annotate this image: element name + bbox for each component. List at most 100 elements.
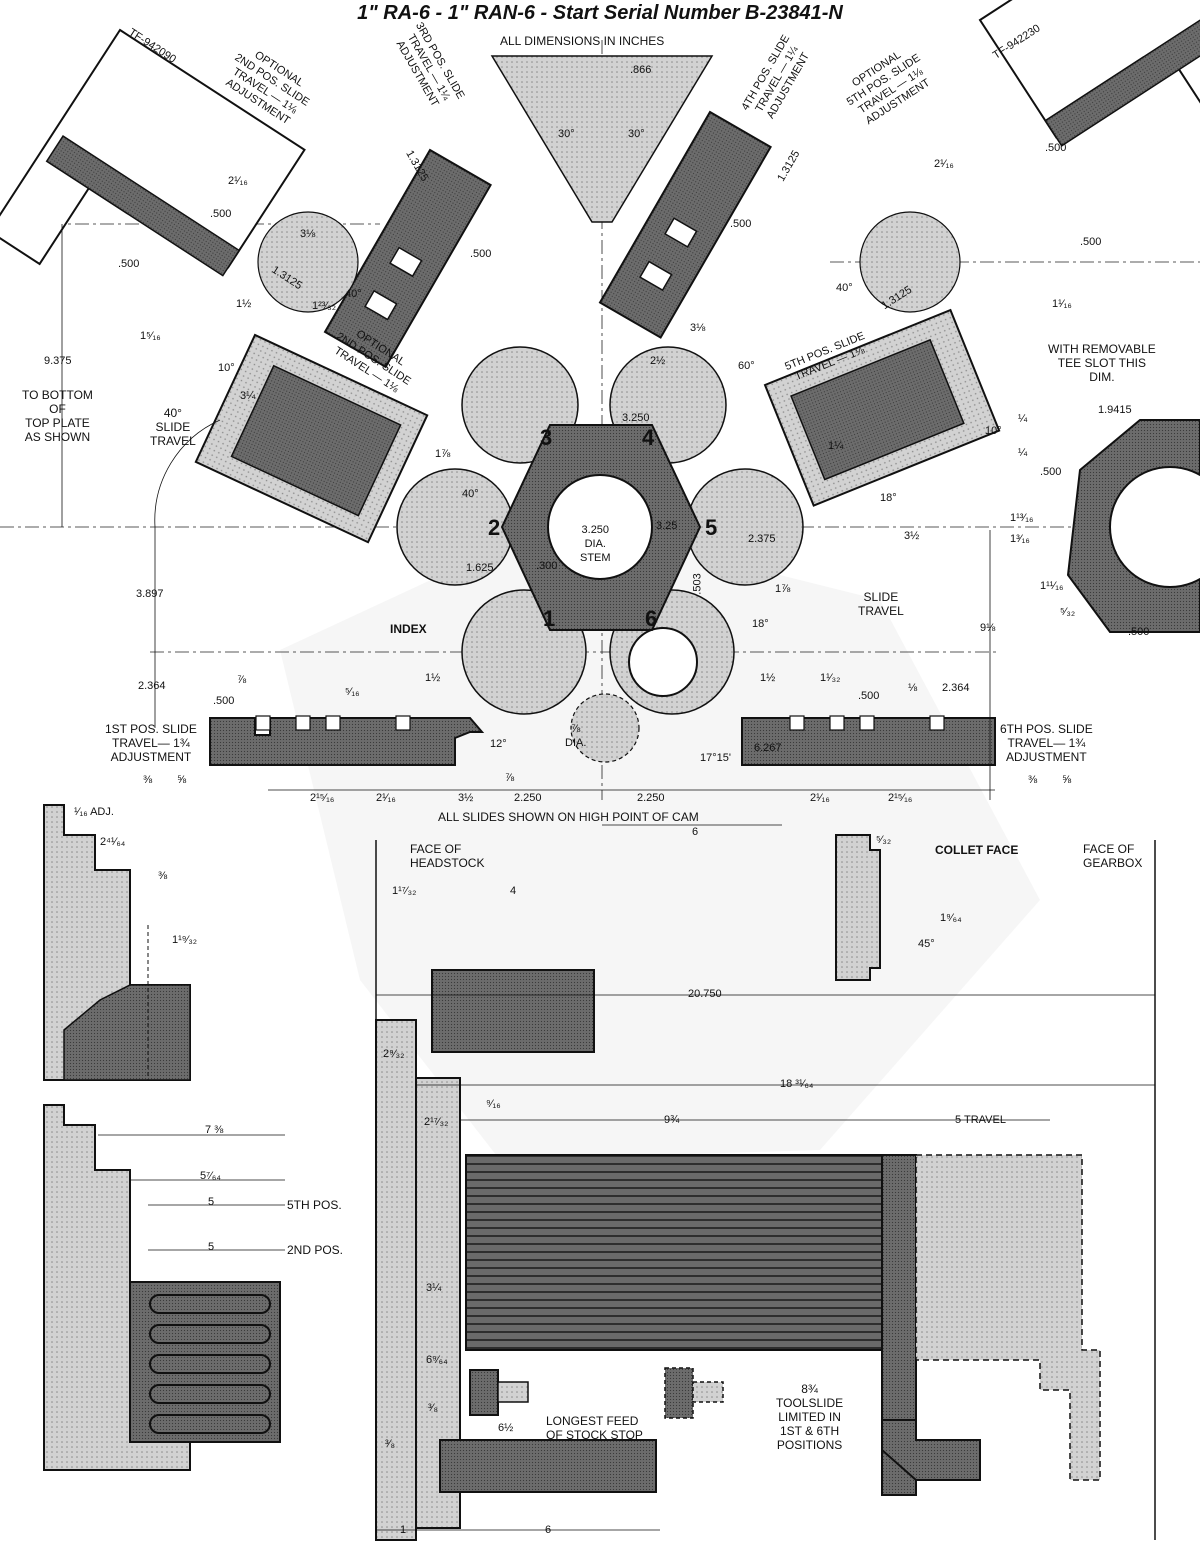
- dim-1-12-b: 1½: [760, 672, 776, 684]
- 5th-pos-label: 5TH POS.: [287, 1198, 342, 1212]
- upper-right-toolholder: [978, 0, 1200, 147]
- slide-travel-note: SLIDE TRAVEL: [858, 590, 904, 618]
- position-5-number: 5: [705, 515, 718, 540]
- dim-500-h: .500: [210, 208, 232, 220]
- side-5-travel: 5 TRAVEL: [955, 1114, 1006, 1126]
- 2nd-pos-label: 2ND POS.: [287, 1243, 344, 1257]
- removable-tee-note: WITH REMOVABLE TEE SLOT THIS DIM.: [1048, 342, 1156, 384]
- drawing-title: 1" RA-6 - 1" RAN-6 - Start Serial Number…: [357, 2, 843, 24]
- dim-40-a: 40°: [345, 288, 362, 300]
- dim-60: 60°: [738, 360, 755, 372]
- dia-78-label: ⅞ DIA.: [565, 723, 587, 749]
- dim-2-15-16-a: 2¹⁵⁄₁₆: [310, 792, 335, 804]
- dim-58-a: ⅝: [177, 774, 187, 786]
- slide-travel-arc: [154, 419, 221, 528]
- side-3-8-b: ³⁄₈: [428, 1402, 439, 1414]
- slide-travel-40-note: 40° SLIDE TRAVEL: [150, 406, 196, 448]
- dim-10-a: 10°: [218, 362, 235, 374]
- collet-face-label: COLLET FACE: [935, 843, 1019, 857]
- dim-40-c: 40°: [462, 488, 479, 500]
- dim-500-a: .500: [213, 695, 235, 707]
- position-4-number: 4: [642, 425, 655, 450]
- position-6-number: 6: [645, 606, 658, 631]
- stock-stop-circle: [570, 693, 640, 763]
- side-5-7-64: 5⁷⁄₆₄: [200, 1170, 221, 1182]
- dim-30-right: 30°: [628, 128, 645, 140]
- dim-18-fraction: ⅛: [908, 682, 918, 694]
- dim-9-18: 9⅛: [980, 622, 996, 634]
- dim-1-3-16: 1³⁄₁₆: [1010, 533, 1030, 545]
- dim-2-1-16-c: 2¹⁄₁₆: [228, 175, 248, 187]
- dim-300: .300: [536, 560, 558, 572]
- side-5-32: ⁵⁄₃₂: [876, 834, 892, 846]
- face-headstock-label: FACE OF HEADSTOCK: [410, 842, 485, 870]
- side-2-17-32: 2¹⁷⁄₃₂: [424, 1116, 449, 1128]
- pos5-slide: [763, 308, 1001, 507]
- dim-10-b: 10°: [985, 425, 1002, 437]
- side-38: ⅜: [158, 870, 168, 882]
- high-point-note: ALL SLIDES SHOWN ON HIGH POINT OF CAM: [438, 810, 699, 824]
- opt2-mid-slide: [194, 333, 429, 544]
- dim-1-5-16: 1⁵⁄₁₆: [140, 330, 161, 342]
- dim-1-11-16: 1¹¹⁄₁₆: [1040, 580, 1064, 592]
- dim-866: .866: [630, 64, 652, 76]
- dim-2250-a: 2.250: [514, 792, 542, 804]
- position-1-number: 1: [543, 606, 556, 631]
- dim-18-b: 18°: [752, 618, 769, 630]
- dim-2364-right: 2.364: [942, 682, 970, 694]
- to-bottom-note: TO BOTTOM OF TOP PLATE AS SHOWN: [22, 388, 93, 444]
- side-5-a: 5: [208, 1196, 215, 1208]
- dim-18-a: 18°: [880, 492, 897, 504]
- all-dims-note: ALL DIMENSIONS IN INCHES: [500, 34, 665, 48]
- dim-2-12: 2½: [650, 355, 666, 367]
- side-18-31-64: 18 ³¹⁄₆₄: [780, 1078, 814, 1090]
- dim-19415: 1.9415: [1098, 404, 1132, 416]
- side-adj: ¹⁄₁₆ ADJ.: [74, 806, 114, 818]
- longest-feed-label: LONGEST FEED OF STOCK STOP: [546, 1414, 643, 1442]
- side-view: [375, 834, 1156, 1541]
- dim-1-1-32: 1¹⁄₃₂: [820, 672, 841, 684]
- dim-3-18-a: 3⅛: [300, 228, 316, 240]
- dim-1-78-a: 1⅞: [435, 448, 451, 460]
- upper-right-cam-circle: [859, 211, 961, 313]
- dim-14-a: ¼: [1018, 413, 1028, 425]
- dim-1-13-16: 1¹³⁄₁₆: [1010, 512, 1034, 524]
- side-6: 6: [545, 1524, 552, 1536]
- side-20750: 20.750: [688, 988, 722, 1000]
- dim-2250-b: 2.250: [637, 792, 665, 804]
- dim-2364-left: 2.364: [138, 680, 166, 692]
- dim-38-a: ⅜: [143, 774, 153, 786]
- headstock-face-plate: [375, 1019, 417, 1541]
- dim-516: ⁵⁄₁₆: [345, 686, 360, 698]
- dim-1-14: 1¼: [828, 440, 844, 452]
- dim-500-i: .500: [470, 248, 492, 260]
- dim-2-1-16-d: 2¹⁄₁₆: [934, 158, 954, 170]
- side-9-34: 9¾: [664, 1114, 680, 1126]
- dim-9375: 9.375: [44, 355, 72, 367]
- dim-1625: 1.625: [466, 562, 494, 574]
- dim-30-left: 30°: [558, 128, 575, 140]
- dim-503: .503: [691, 573, 704, 595]
- spindle-6-bore: [628, 627, 698, 697]
- dim-325: 3.25: [656, 520, 678, 532]
- dim-40-b: 40°: [836, 282, 853, 294]
- dim-500-b: .500: [858, 690, 880, 702]
- dim-3-12-b: 3½: [904, 530, 920, 542]
- dim-5-32: ⁵⁄₃₂: [1060, 606, 1076, 618]
- tool-block: [431, 969, 595, 1053]
- collet-detail: [835, 834, 881, 981]
- side-6-9-64: 6⁹⁄₆₄: [426, 1354, 448, 1366]
- side-1-9-64: 1⁹⁄₆₄: [940, 912, 962, 924]
- dim-78-b: ⅞: [505, 772, 515, 784]
- dim-38-b: ⅜: [1028, 774, 1038, 786]
- dim-3-14: 3¼: [240, 390, 256, 402]
- dim-500-f: .500: [1045, 142, 1067, 154]
- side-5-b: 5: [208, 1241, 215, 1253]
- lower-left-detail-top: [43, 804, 191, 1081]
- side-6-12: 6½: [498, 1422, 514, 1434]
- dim-2375: 2.375: [748, 533, 776, 545]
- side-1: 1: [400, 1524, 407, 1536]
- side-9-16: ⁹⁄₁₆: [486, 1098, 501, 1110]
